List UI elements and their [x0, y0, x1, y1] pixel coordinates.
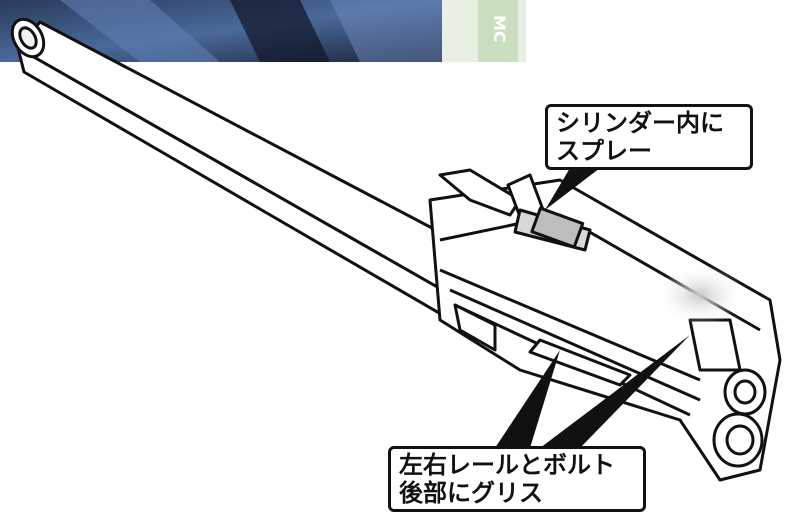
- callout-pointers: [495, 168, 690, 448]
- cylinder-body: [428, 168, 782, 482]
- callout-grease-rails: 左右レールとボルト 後部にグリス: [388, 446, 646, 512]
- barrel-tube: [10, 17, 522, 362]
- pointer-rail: [495, 350, 560, 448]
- callout-line: スプレー: [556, 136, 652, 165]
- sheen-highlight: [655, 265, 745, 325]
- header-photo: [0, 0, 526, 62]
- pointer-cylinder: [545, 168, 600, 210]
- side-tab-label: MC: [490, 15, 509, 43]
- callout-spray-cylinder: シリンダー内に スプレー: [545, 104, 753, 170]
- callout-line: 後部にグリス: [399, 478, 543, 507]
- callout-line: シリンダー内に: [556, 109, 724, 137]
- callout-line: 左右レールとボルト: [399, 451, 615, 479]
- pointer-bolt: [540, 335, 690, 448]
